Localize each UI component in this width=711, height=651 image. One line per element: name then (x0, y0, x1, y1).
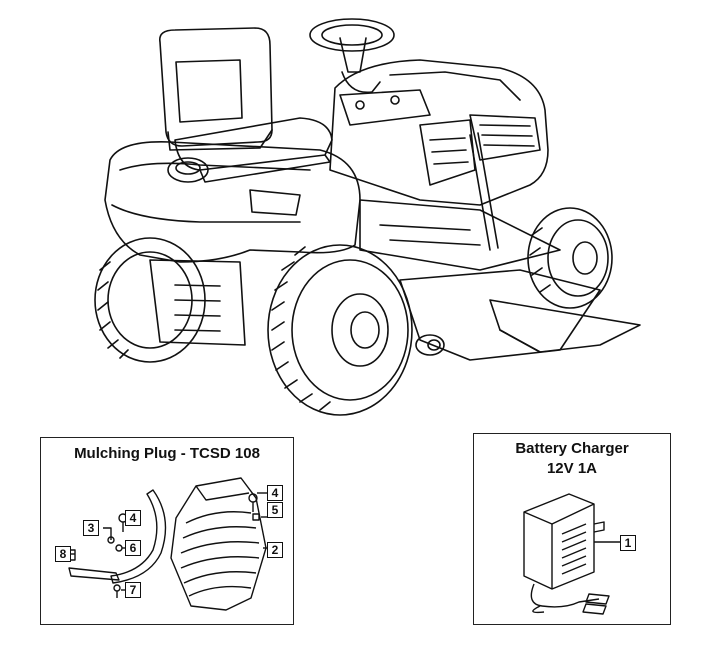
mower-illustration (94, 18, 641, 416)
seat-cushion (174, 117, 333, 171)
callout-7: 7 (125, 582, 141, 598)
battery-charger-panel: Battery Charger 12V 1A 1 (473, 433, 671, 625)
steering-wheel (309, 18, 395, 52)
seat-back (158, 27, 273, 147)
callout-1: 1 (620, 535, 636, 551)
battery-charger-title: Battery Charger (515, 440, 629, 457)
mower-deck (399, 269, 601, 361)
callout-4-top: 4 (125, 510, 141, 526)
battery-charger-spec: 12V 1A (546, 460, 598, 477)
mulching-plug-title: Mulching Plug - TCSD 108 (74, 445, 260, 462)
right-rear-wheel (267, 244, 413, 416)
callout-2: 2 (267, 542, 283, 558)
callout-6: 6 (125, 540, 141, 556)
callout-5: 5 (267, 502, 283, 518)
rear-fender (104, 141, 361, 263)
discharge-chute (489, 299, 641, 353)
callout-4-right: 4 (267, 485, 283, 501)
fuel-cap (167, 157, 209, 183)
front-wheel (527, 207, 613, 309)
battery-charger-drawing (523, 493, 620, 615)
left-rear-wheel (94, 237, 206, 363)
callout-8: 8 (55, 546, 71, 562)
hood (329, 59, 549, 206)
callout-3: 3 (83, 520, 99, 536)
mulching-plug-drawing (65, 477, 273, 611)
mulching-plug-panel: Mulching Plug - TCSD 108 (40, 437, 294, 625)
